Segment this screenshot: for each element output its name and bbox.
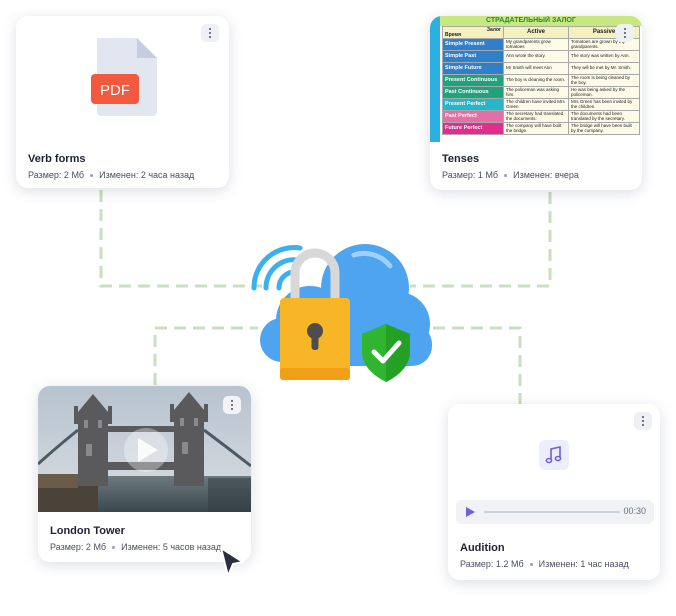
- table-side-strip: [430, 16, 440, 142]
- card-title: Tenses: [442, 153, 480, 165]
- more-vertical-icon[interactable]: [201, 24, 219, 42]
- file-size: Размер: 1.2 Мб: [460, 559, 524, 569]
- play-icon: [138, 438, 158, 462]
- card-meta: Размер: 2 Мб Изменен: 2 часа назад: [28, 170, 221, 180]
- file-card-london-tower[interactable]: London Tower Размер: 2 Мб Изменен: 5 часо…: [38, 386, 251, 562]
- card-meta: Размер: 1 Мб Изменен: вчера: [442, 170, 634, 180]
- table-title: СТРАДАТЕЛЬНЫЙ ЗАЛОГ: [486, 17, 576, 24]
- modified-date: Изменен: 5 часов назад: [121, 542, 222, 552]
- audio-time: 00:30: [623, 506, 646, 516]
- pdf-badge-label: PDF: [100, 82, 130, 99]
- file-size: Размер: 2 Мб: [28, 170, 85, 180]
- pdf-thumbnail: PDF: [16, 16, 229, 140]
- card-title: Audition: [460, 542, 505, 554]
- card-title: Verb forms: [28, 153, 86, 165]
- card-meta: Размер: 1.2 Мб Изменен: 1 час назад: [460, 559, 652, 569]
- modified-date: Изменен: вчера: [513, 170, 579, 180]
- file-card-verb-forms[interactable]: PDF Verb forms Размер: 2 Мб Изменен: 2 ча…: [16, 16, 229, 188]
- table-top-strip: [440, 16, 642, 26]
- video-thumbnail: [38, 386, 251, 512]
- music-note-icon: [539, 440, 569, 470]
- cursor-arrow-icon: [220, 547, 244, 577]
- cloud-lock-icon: [251, 244, 432, 382]
- head-time: Время: [445, 31, 461, 38]
- pdf-file-icon: PDF: [91, 38, 157, 116]
- modified-date: Изменен: 2 часа назад: [99, 170, 195, 180]
- file-size: Размер: 2 Мб: [50, 542, 107, 552]
- file-size: Размер: 1 Мб: [442, 170, 499, 180]
- london-tower-photo: [38, 386, 251, 512]
- head-active: Active: [503, 26, 569, 39]
- audio-thumbnail: 00:30: [448, 404, 660, 532]
- more-vertical-icon[interactable]: [616, 24, 634, 42]
- card-meta: Размер: 2 Мб Изменен: 5 часов назад: [50, 542, 243, 552]
- audio-progress-track[interactable]: [484, 511, 620, 513]
- more-vertical-icon[interactable]: [223, 396, 241, 414]
- head-voice: Залог: [486, 27, 501, 33]
- modified-date: Изменен: 1 час назад: [538, 559, 629, 569]
- card-title: London Tower: [50, 525, 125, 537]
- audio-player: 00:30: [456, 500, 654, 524]
- more-vertical-icon[interactable]: [634, 412, 652, 430]
- file-card-audition[interactable]: 00:30 Audition Размер: 1.2 Мб Изменен: 1 …: [448, 404, 660, 580]
- play-icon[interactable]: [464, 506, 476, 518]
